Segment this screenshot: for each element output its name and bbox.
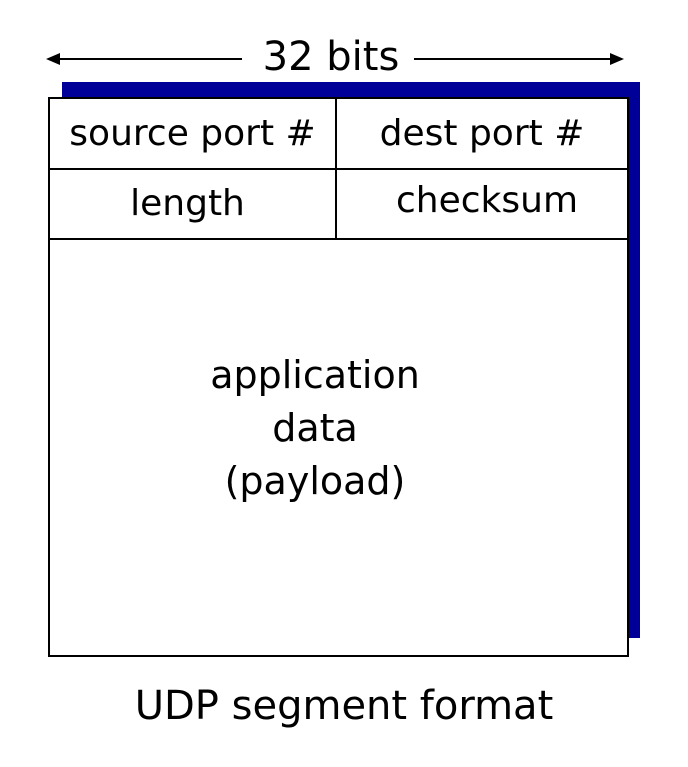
segment-box: source port # dest port # length checksu… xyxy=(48,97,629,657)
bit-width-label: 32 bits xyxy=(262,34,400,80)
source-port-field: source port # xyxy=(69,113,316,154)
length-field: length xyxy=(130,183,245,224)
payload-line-1: application xyxy=(210,353,420,397)
bit-width-indicator: 32 bits xyxy=(0,28,688,88)
row-divider-2 xyxy=(50,238,627,240)
bit-width-arrows xyxy=(46,53,624,65)
payload-line-3: (payload) xyxy=(224,459,406,503)
column-divider xyxy=(335,99,337,240)
payload-field: application data (payload) xyxy=(150,349,480,508)
checksum-field: checksum xyxy=(395,180,579,221)
payload-line-2: data xyxy=(272,406,358,450)
left-arrow-head xyxy=(46,53,60,65)
row-divider-1 xyxy=(50,168,627,170)
diagram-caption: UDP segment format xyxy=(134,683,554,729)
right-arrow-head xyxy=(610,53,624,65)
dest-port-field: dest port # xyxy=(379,113,585,154)
